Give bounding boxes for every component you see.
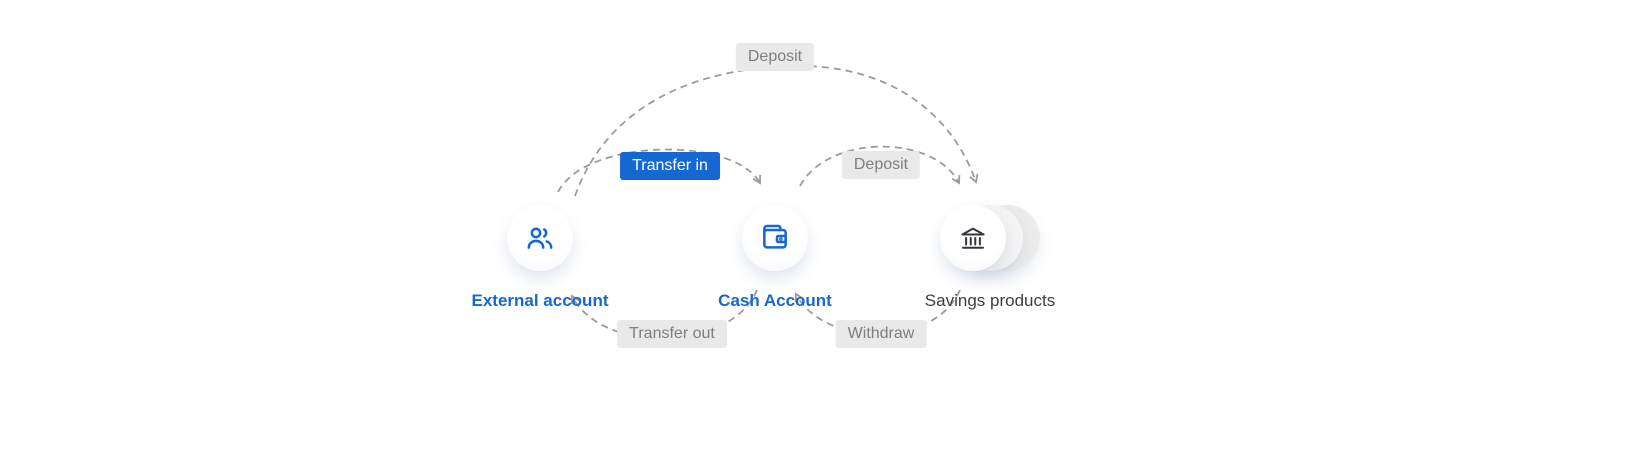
node-savings-products: Savings products — [925, 205, 1055, 310]
edge-label-transfer-in: Transfer in — [620, 152, 720, 180]
savings-stack-layer-front — [940, 205, 1006, 271]
node-external-account: External account — [472, 205, 609, 310]
edge-label-withdraw: Withdraw — [835, 320, 927, 348]
edge-label-transfer-out: Transfer out — [617, 320, 727, 348]
people-icon — [524, 222, 556, 254]
cash-account-circle — [742, 205, 808, 271]
external-account-label: External account — [471, 291, 609, 310]
cash-account-label: Cash Account — [718, 291, 832, 310]
edge-label-deposit-mid: Deposit — [841, 151, 921, 179]
external-account-circle — [507, 205, 573, 271]
savings-products-stack — [940, 205, 1040, 271]
bank-icon — [958, 223, 988, 253]
node-cash-account: Cash Account — [718, 205, 832, 310]
edge-label-deposit-top: Deposit — [735, 43, 815, 71]
savings-products-label: Savings products — [924, 291, 1056, 310]
wallet-icon — [759, 222, 791, 254]
